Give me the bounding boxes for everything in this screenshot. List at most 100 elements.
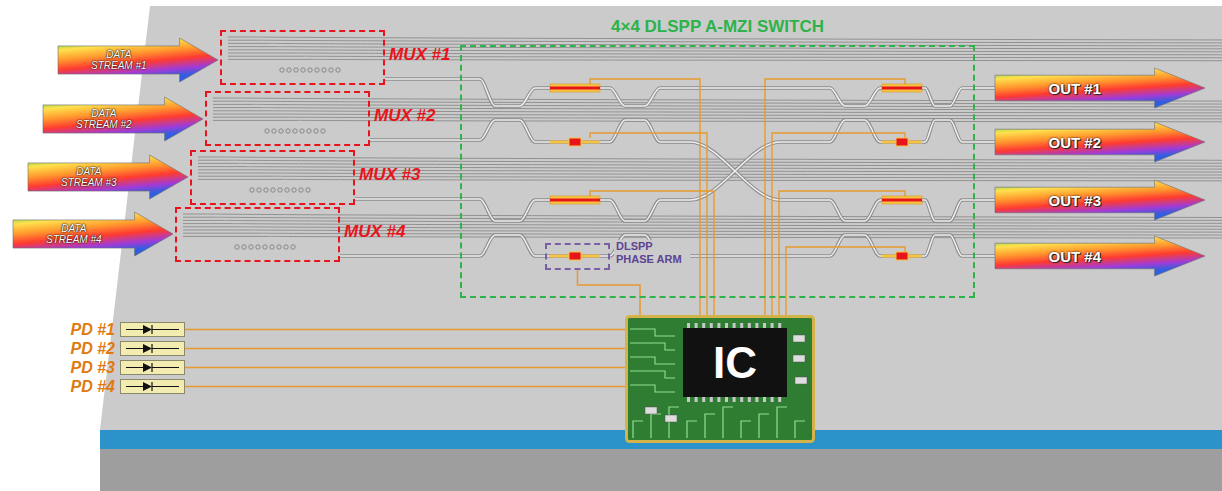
waveguide-connector: [340, 255, 460, 257]
chip-body: [683, 328, 787, 397]
grating-dot: [307, 129, 311, 133]
grating-dot: [336, 68, 340, 72]
grating-dot: [287, 68, 291, 72]
grating-dot: [301, 68, 305, 72]
wire-connector: [185, 386, 625, 388]
output-label: OUT #1: [1049, 80, 1102, 97]
grating-dot: [271, 188, 275, 192]
chip-pin: [702, 397, 705, 402]
arrow-body: [995, 68, 1205, 108]
output-label: OUT #3: [1049, 192, 1102, 209]
chip-pin: [733, 323, 736, 328]
data-stream-arrow: DATA STREAM #1: [58, 38, 218, 82]
photodiode-box: PD #1: [120, 322, 185, 337]
grating-dot: [277, 245, 281, 249]
label-holder: MUX #2: [374, 106, 435, 126]
waveguide-connector: [370, 139, 460, 141]
grating-dot: [329, 68, 333, 72]
photodiode-box: PD #4: [120, 379, 185, 394]
chip-pin: [687, 397, 690, 402]
chip-pin: [771, 323, 774, 328]
heater-strip: [550, 199, 600, 202]
photodiode-box: PD #3: [120, 360, 185, 375]
chip-pin: [748, 323, 751, 328]
stream-label: DATA STREAM #4: [43, 223, 105, 246]
heater-strip: [896, 138, 908, 146]
heater-pad: [882, 196, 922, 204]
heater-pad: [550, 196, 600, 204]
diode-lead: [126, 344, 179, 353]
phase-arm: [882, 84, 922, 92]
diode-lead: [126, 382, 179, 391]
phase-arm-label: DLSPP PHASE ARM: [614, 240, 690, 265]
board-trace: [633, 421, 643, 438]
waveguide-connector: [385, 78, 460, 80]
board-trace: [687, 421, 697, 438]
photodiode-label: PD #1: [71, 321, 115, 339]
wire-connector: [185, 367, 625, 369]
control-wire: [772, 133, 905, 315]
heater-strip: [569, 138, 581, 146]
smd-part: [795, 377, 807, 384]
grating-dot: [292, 188, 296, 192]
arrow-body: [995, 180, 1205, 220]
waveguide: [460, 79, 975, 106]
phase-arm: [550, 138, 600, 146]
label-holder: MUX #4: [344, 222, 405, 242]
board-trace: [795, 421, 805, 438]
smd-part: [793, 355, 805, 362]
data-stream-arrow: DATA STREAM #2: [43, 97, 203, 141]
grating-dot: [291, 245, 295, 249]
mux-box: MUX #4: [175, 207, 340, 262]
grating-dot: [321, 129, 325, 133]
diode-symbol: [121, 323, 184, 336]
arrow-body: [995, 122, 1205, 162]
mux-label: MUX #2: [374, 106, 435, 126]
control-wire: [590, 79, 700, 315]
chip-pin: [755, 397, 758, 402]
wire-connector: [185, 329, 625, 331]
substrate-layer: [100, 449, 1222, 491]
mux-waveguide: [228, 47, 1222, 79]
output-label: OUT #2: [1049, 134, 1102, 151]
waveguide-outline: [385, 77, 460, 81]
board-trace: [630, 385, 675, 392]
grating-dot: [270, 245, 274, 249]
smd-part: [793, 335, 805, 342]
phase-arm-box: DLSPP PHASE ARM: [545, 243, 610, 270]
board-trace: [630, 343, 675, 350]
label-holder: PD #3: [71, 359, 115, 377]
grating-dot: [285, 188, 289, 192]
label-holder: MUX #3: [359, 165, 420, 185]
heater-pad: [882, 84, 922, 92]
chip-pin: [740, 323, 743, 328]
mux-box: MUX #3: [190, 150, 355, 205]
chip-pin: [702, 323, 705, 328]
waveguide-outline: [340, 254, 460, 258]
mux-box: MUX #1: [220, 30, 385, 85]
output-label: OUT #4: [1049, 248, 1102, 265]
phase-arm: [550, 252, 600, 260]
control-wire: [590, 133, 707, 315]
mux-waveguide: [228, 37, 1222, 79]
grating-dot: [263, 245, 267, 249]
output-arrow: OUT #2: [995, 122, 1205, 162]
board-trace: [630, 357, 675, 364]
board-trace: [705, 414, 715, 438]
heater-strip: [550, 87, 600, 90]
phase-arm: [882, 138, 922, 146]
grating-dot: [250, 188, 254, 192]
chip-pin: [725, 323, 728, 328]
diode-symbol: [121, 380, 184, 393]
waveguide-outline: [460, 79, 975, 106]
label-holder: 4×4 DLSPP A-MZI SWITCH: [462, 17, 973, 37]
board-trace: [759, 414, 769, 438]
waveguide-outline: [460, 120, 975, 221]
label-holder: PD #4: [71, 378, 115, 396]
grating-dot: [294, 68, 298, 72]
waveguide-connector: [975, 199, 995, 201]
chip-pin: [748, 397, 751, 402]
waveguide-outline: [975, 254, 995, 258]
diode-lead: [126, 363, 179, 372]
chip-pin: [710, 397, 713, 402]
